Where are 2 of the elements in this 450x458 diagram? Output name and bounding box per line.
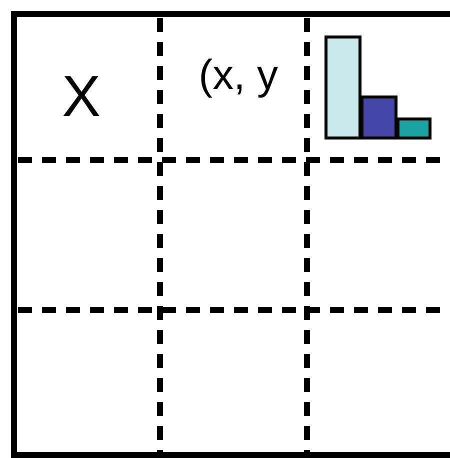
cell-label: X: [62, 68, 102, 126]
coordinate-label: (x, y: [198, 54, 278, 96]
